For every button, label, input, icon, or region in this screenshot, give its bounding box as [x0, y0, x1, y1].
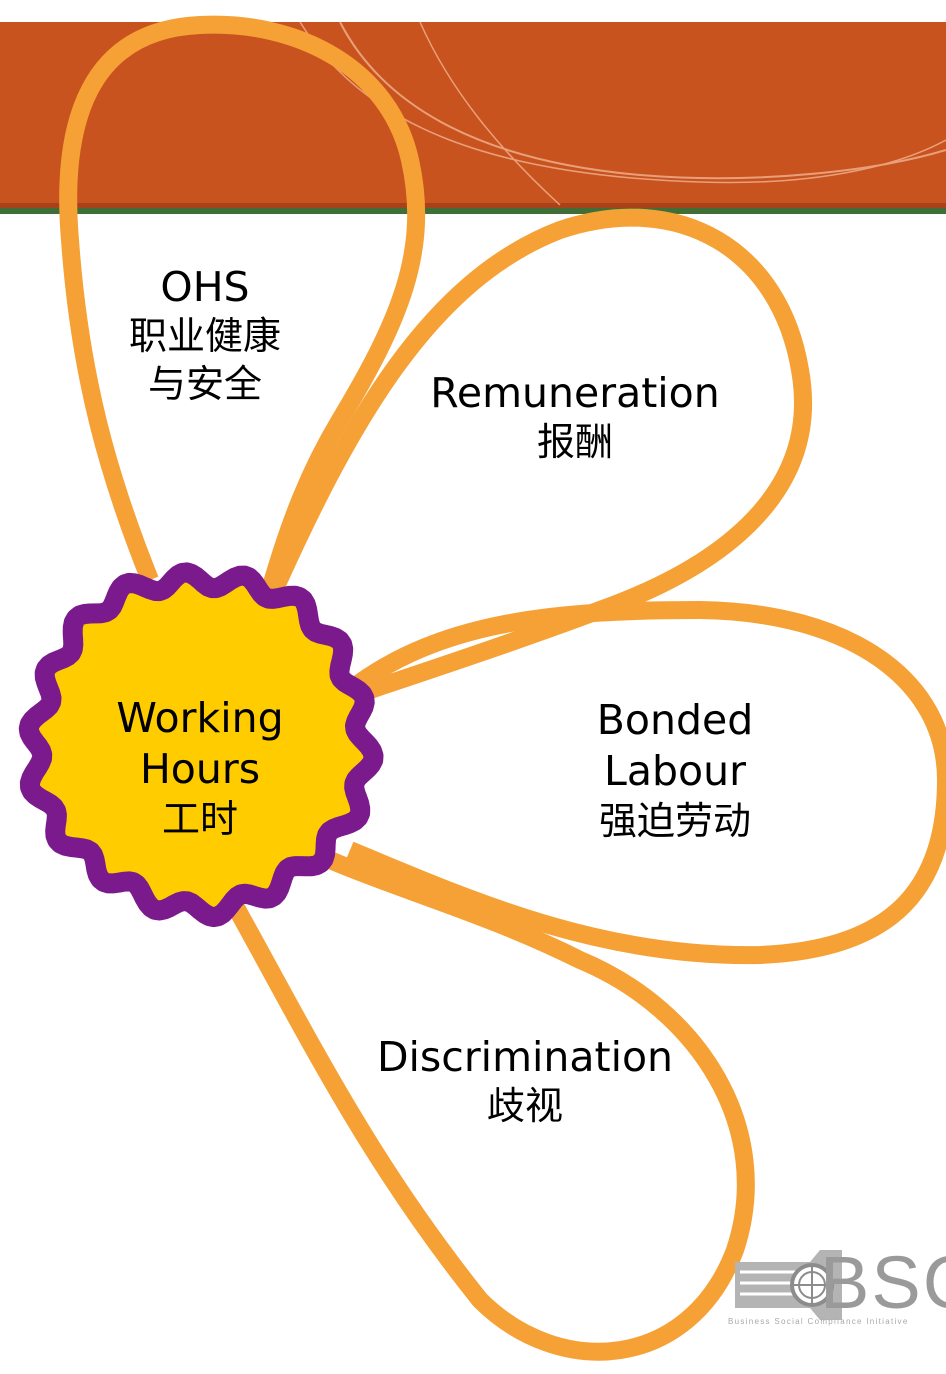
working-hours-label: Working Hours 工时: [90, 693, 310, 843]
ohs-chinese-1: 职业健康: [128, 314, 281, 359]
bonded-labour-title-2: Labour: [604, 747, 746, 796]
petal-discrimination: [207, 851, 755, 1361]
discrimination-chinese: 歧视: [486, 1084, 563, 1129]
bonded-labour-chinese: 强迫劳动: [598, 798, 751, 843]
working-hours-title-1: Working: [116, 694, 284, 742]
bsci-logo-text: BSC: [820, 1241, 946, 1324]
remuneration-title: Remuneration: [430, 369, 720, 417]
ohs-label: OHS 职业健康 与安全: [80, 262, 330, 408]
petal-remuneration: [261, 208, 813, 709]
discrimination-label: Discrimination 歧视: [350, 1032, 700, 1131]
bsci-logo-icon: [735, 1250, 842, 1320]
petal-ohs: [59, 15, 426, 593]
discrimination-title: Discrimination: [376, 1033, 674, 1081]
working-hours-chinese: 工时: [161, 796, 238, 841]
working-hours-title-2: Hours: [139, 745, 261, 794]
bonded-labour-label: Bonded Labour 强迫劳动: [550, 695, 800, 845]
ohs-chinese-2: 与安全: [147, 361, 262, 406]
header-banner: [0, 21, 946, 214]
bsci-logo-subtitle: Business Social Compliance Initiative: [728, 1317, 909, 1326]
center-hub: [18, 562, 384, 928]
ohs-title: OHS: [160, 263, 250, 311]
remuneration-label: Remuneration 报酬: [400, 368, 750, 467]
remuneration-chinese: 报酬: [536, 420, 613, 465]
bonded-labour-title-1: Bonded: [596, 696, 754, 744]
